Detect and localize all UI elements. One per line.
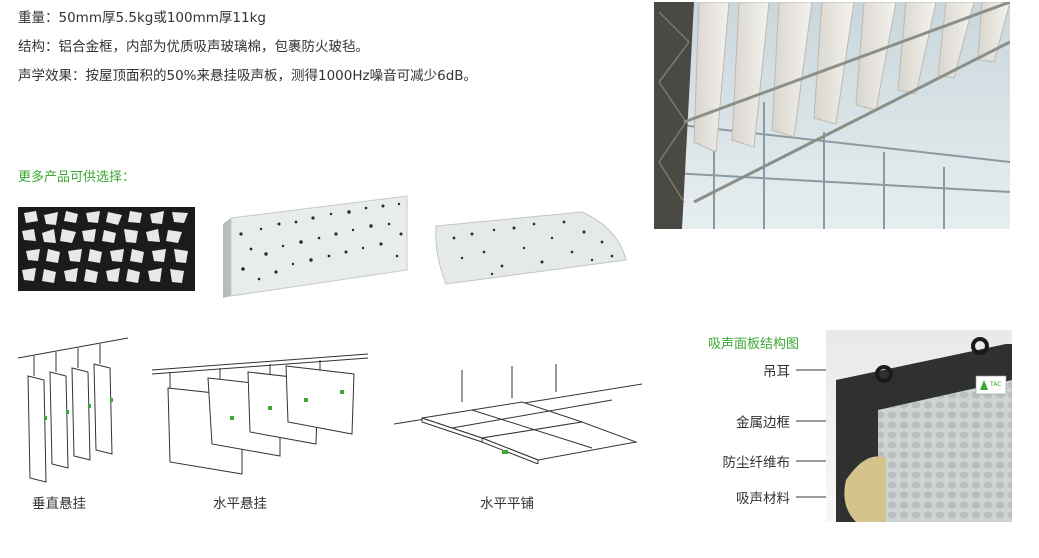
label-dustproof-fabric: 防尘纤维布	[722, 455, 791, 471]
caption-flat-ceiling: 水平平铺	[480, 496, 534, 512]
flat-ceiling-diagram	[392, 362, 644, 464]
product-panel-curved	[432, 208, 628, 286]
panel-cross-section: TAC	[826, 330, 1012, 522]
vertical-hanging-diagram	[14, 336, 132, 486]
more-products-title: 更多产品可供选择：	[18, 170, 136, 185]
label-lifting-lug: 吊耳	[763, 364, 790, 380]
spec-acoustic: 声学效果：按屋顶面积的50%来悬挂吸声板，测得1000Hz噪音可减少6dB。	[18, 68, 478, 84]
horizontal-hanging-diagram	[150, 352, 370, 477]
panel-logo: TAC	[989, 381, 1001, 388]
caption-horizontal-hanging: 水平悬挂	[213, 496, 267, 512]
spec-weight: 重量：50mm厚5.5kg或100mm厚11kg	[18, 10, 266, 26]
structure-diagram-title: 吸声面板结构图	[708, 337, 800, 352]
caption-vertical-hanging: 垂直悬挂	[32, 496, 86, 512]
label-metal-frame: 金属边框	[736, 415, 790, 431]
atrium-ceiling-photo	[654, 2, 1010, 229]
product-panel-perforated-box	[221, 194, 411, 300]
product-panel-black-pattern	[18, 207, 195, 291]
spec-structure: 结构：铝合金框，内部为优质吸声玻璃棉，包裹防火玻毡。	[18, 39, 369, 55]
label-absorbing-material: 吸声材料	[736, 491, 790, 507]
